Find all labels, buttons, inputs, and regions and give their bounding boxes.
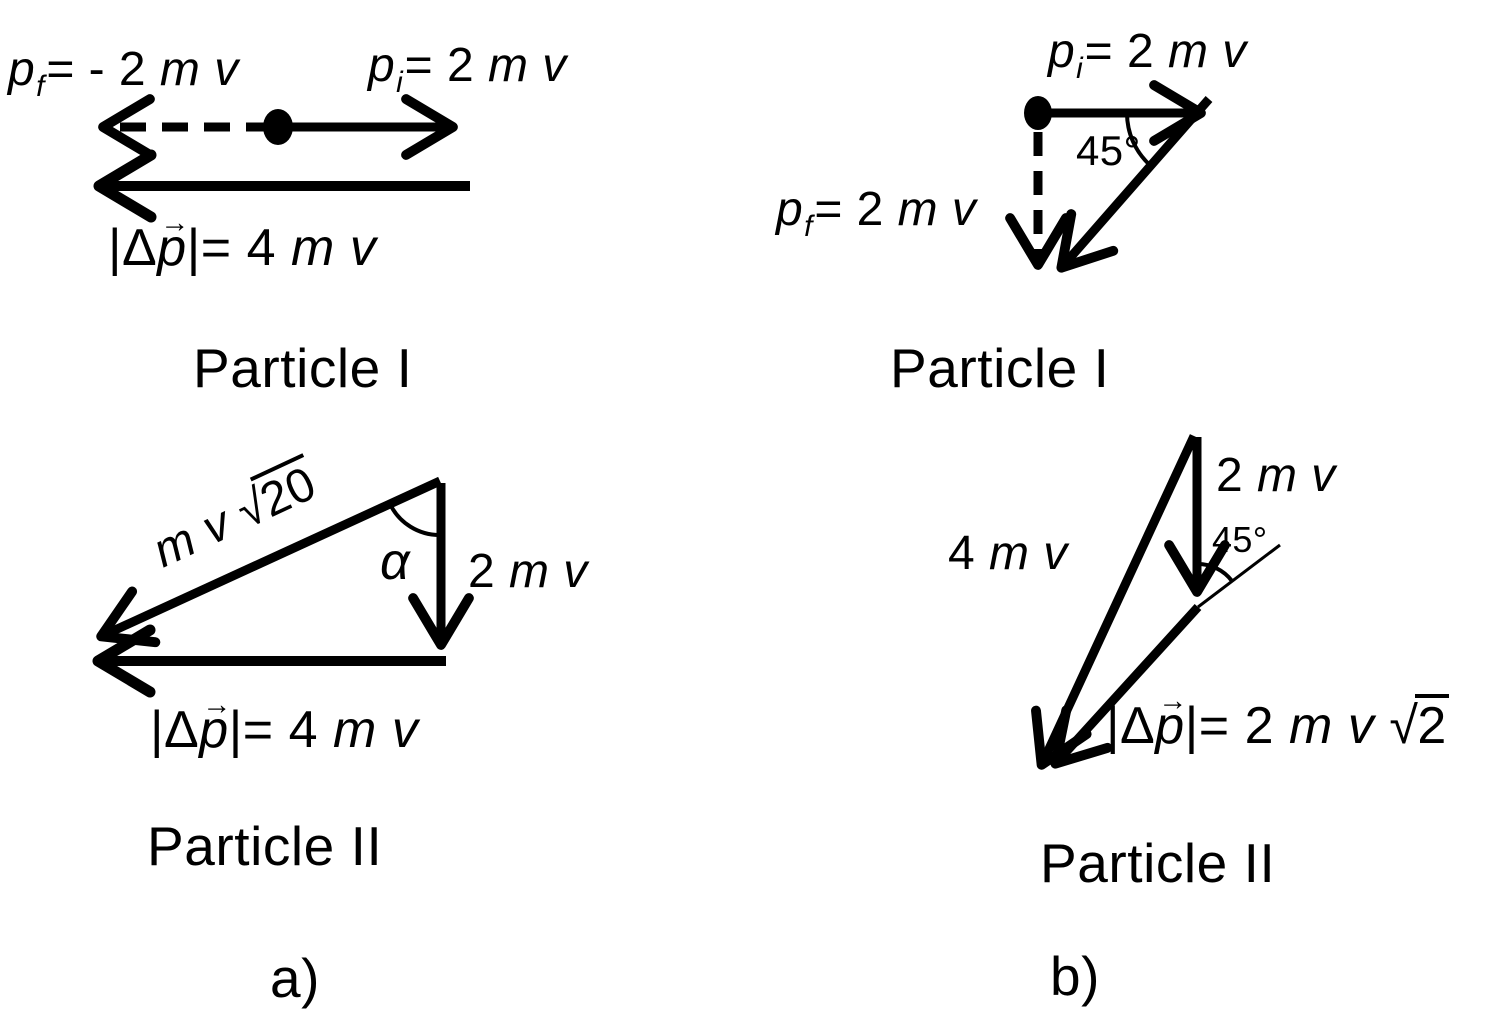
angle-arc (388, 503, 441, 538)
a1-title: Particle I (193, 337, 413, 399)
caption-b: b) (1050, 945, 1101, 1007)
a1-delta-p-label: |Δp→|= 4 m v (108, 206, 377, 277)
a2-title: Particle II (147, 815, 383, 877)
angle-arc (1196, 561, 1234, 583)
a2-delta-p-label: |Δp→|= 4 m v (150, 688, 419, 759)
b1-pi-label: pi= 2 m v (1048, 25, 1247, 85)
vector-arrow-icon: → (202, 688, 232, 721)
caption-a: a) (270, 947, 321, 1009)
b-particle2-geometry (1031, 434, 1281, 770)
b-particle1-geometry (1005, 80, 1213, 273)
a-particle2-geometry (92, 476, 474, 698)
a-particle1-geometry (93, 94, 470, 223)
b2-delta-p-label: |Δp→|= 2 m v √2 (1106, 685, 1449, 755)
particle-dot (263, 109, 293, 145)
particle-dot (1024, 96, 1052, 130)
initial-momentum-arrow (96, 476, 442, 648)
vector-arrow-icon: → (160, 206, 190, 239)
angle-reference-line (1197, 543, 1281, 609)
b1-angle-label: 45° (1076, 127, 1141, 174)
a1-pf-label: pf= - 2 m v (8, 43, 239, 103)
radical: √2 (1389, 694, 1449, 755)
delta-p-arrow (1050, 603, 1202, 769)
delta-p-arrow (1056, 96, 1213, 273)
b2-initial-label: 4 m v (948, 527, 1068, 580)
a1-pi-label: pi= 2 m v (368, 39, 567, 99)
angle-arc (1124, 112, 1153, 168)
a2-side-label: 2 m v (468, 545, 588, 598)
a2-angle-label: α (380, 533, 411, 591)
b2-final-label: 2 m v (1216, 449, 1336, 502)
b1-pf-label: pf= 2 m v (776, 183, 977, 243)
b2-title: Particle II (1040, 832, 1276, 894)
vector-arrow-icon: → (1158, 684, 1188, 717)
b2-angle-label: 45° (1212, 519, 1268, 560)
b1-title: Particle I (890, 337, 1110, 399)
